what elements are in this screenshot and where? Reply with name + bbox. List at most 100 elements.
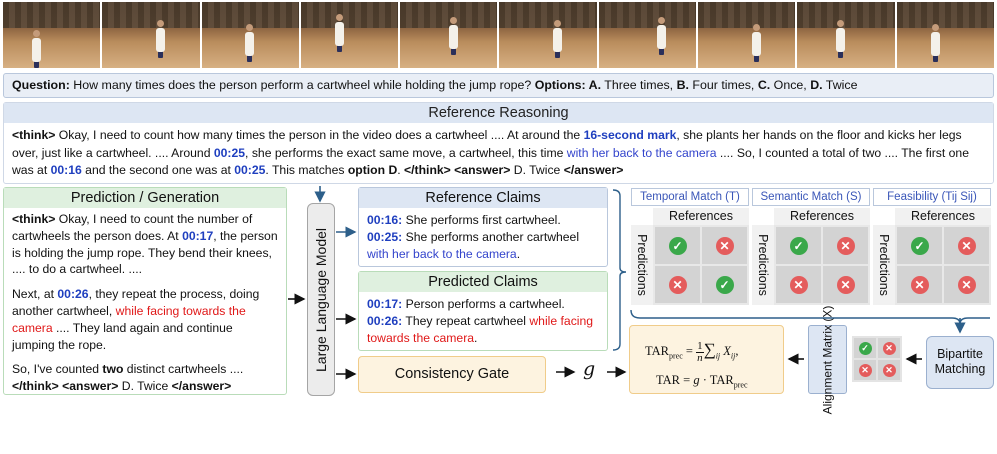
temporal-match-grid: Temporal Match (T) References Prediction… [631, 188, 749, 305]
prediction-text: <think> Okay, I need to count the number… [4, 208, 286, 395]
match-cell: ✕ [823, 227, 868, 264]
semantic-match-title: Semantic Match (S) [752, 188, 870, 206]
reference-reasoning-title: Reference Reasoning [4, 103, 993, 123]
cross-icon: ✕ [668, 275, 687, 294]
prediction-paragraph-2: Next, at 00:26, they repeat the process,… [12, 286, 278, 353]
cross-icon: ✕ [715, 236, 734, 255]
tar-lhs: TAR = [656, 373, 694, 387]
ref-timestamp-2: 00:25 [213, 145, 246, 160]
reference-claim-2-end: . [516, 247, 521, 261]
pred-think-close: </think> [12, 379, 59, 394]
cross-icon: ✕ [882, 363, 896, 377]
option-a-value: Three times, [601, 78, 677, 92]
ref-text-4: .... So, I counted a total of two .... T… [12, 145, 969, 178]
reference-reasoning-text: <think> Okay, I need to count how many t… [4, 123, 993, 180]
tar-dot: · TAR [699, 373, 734, 387]
reference-claims-body: 00:16: She performs first cartwheel. 00:… [359, 208, 607, 263]
alignment-cell: ✕ [878, 338, 900, 358]
video-frame [102, 2, 200, 68]
question-text: How many times does the person perform a… [69, 78, 535, 92]
pred-text-3b: distinct cartwheels .... [123, 362, 244, 377]
video-frame [300, 2, 399, 68]
match-cell: ✕ [897, 266, 942, 303]
brace-claims [612, 189, 627, 351]
options-label: Options: [534, 78, 586, 92]
match-cell: ✕ [944, 266, 989, 303]
cross-icon: ✕ [789, 275, 808, 294]
match-cell: ✕ [776, 266, 821, 303]
video-frame [400, 2, 498, 68]
option-b-key: B. [676, 78, 689, 92]
cross-icon: ✕ [910, 275, 929, 294]
answer-close-tag: </answer> [563, 163, 624, 177]
cross-icon: ✕ [957, 236, 976, 255]
semantic-match-grid: Semantic Match (S) References Prediction… [752, 188, 870, 305]
check-icon: ✓ [789, 236, 808, 255]
predicted-claim-2-end: . [474, 331, 478, 345]
cross-icon: ✕ [836, 236, 855, 255]
reference-reasoning-panel: Reference Reasoning <think> Okay, I need… [3, 102, 994, 184]
person-figure [657, 17, 667, 50]
reference-claims-title: Reference Claims [359, 188, 607, 208]
reference-claims-panel: Reference Claims 00:16: She performs fir… [358, 187, 608, 267]
gate-output-symbol: g [583, 358, 596, 380]
tar-sum-sub: ij [715, 351, 721, 361]
feasibility-cells: ✓✕✕✕ [895, 225, 991, 305]
predicted-claim-1: 00:17: Person performs a cartwheel. [367, 296, 599, 313]
temporal-match-title: Temporal Match (T) [631, 188, 749, 206]
semantic-predictions-label: Predictions [756, 234, 770, 296]
cross-icon: ✕ [957, 275, 976, 294]
option-d-key: D. [810, 78, 823, 92]
temporal-predictions-box: Predictions [631, 225, 653, 305]
ref-timestamp-3: 00:16 [50, 163, 82, 177]
reference-claim-2-highlight: with her back to the camera [367, 247, 517, 261]
option-a-key: A. [585, 78, 602, 92]
consistency-gate-box: Consistency Gate [358, 356, 546, 393]
bipartite-line-2: Matching [934, 362, 986, 376]
person-figure [245, 23, 255, 56]
match-cell: ✓ [776, 227, 821, 264]
think-open-tag: <think> [12, 128, 56, 142]
bipartite-matching-box: Bipartite Matching [926, 336, 994, 389]
think-close-tag: </think> [404, 163, 451, 177]
reference-claim-2: 00:25: She performs another cartwheel wi… [367, 229, 599, 263]
ref-text-5: and the second one was at [81, 163, 235, 177]
video-frame [598, 2, 697, 68]
option-b-value: Four times, [688, 78, 758, 92]
pred-timestamp-1: 00:17 [182, 228, 214, 243]
person-figure [155, 20, 165, 53]
temporal-cells: ✓ ✕ ✕ ✓ [653, 225, 749, 305]
tar-prec-sub: prec [669, 351, 683, 361]
predicted-claims-title: Predicted Claims [359, 272, 607, 292]
reference-claim-2-text: She performs another cartwheel [402, 230, 580, 244]
reference-claim-1-time: 00:16: [367, 213, 403, 227]
ref-text-2: , she plants her hands on the floor and … [12, 128, 962, 160]
ref-text-3: , she performs the exact same move, a ca… [245, 145, 567, 160]
tar-x: X [720, 344, 731, 358]
video-frame [896, 2, 994, 68]
check-icon: ✓ [668, 236, 687, 255]
pred-text-2a: Next, at [12, 287, 58, 302]
person-figure [552, 20, 562, 53]
ref-timestamp-1: 16-second mark [583, 128, 677, 142]
person-figure [448, 17, 458, 50]
predicted-claims-panel: Predicted Claims 00:17: Person performs … [358, 271, 608, 351]
alignment-matrix-label: Alignment Matrix (X) [820, 305, 834, 414]
answer-open-tag: <answer> [454, 163, 511, 177]
match-cell: ✓ [702, 266, 747, 303]
person-figure [751, 23, 761, 56]
person-figure [334, 13, 344, 46]
question-label: Question: [12, 78, 70, 92]
pred-text-1a: Okay, I need to count the number of cart… [12, 212, 253, 243]
tar-fraction-den: n [697, 351, 703, 364]
match-cell: ✕ [655, 266, 700, 303]
ref-answer: D. Twice [510, 163, 564, 177]
alignment-matrix-grid: ✓✕✕✕ [852, 336, 902, 382]
person-figure [836, 20, 846, 53]
feasibility-grid: Feasibility (Tij Sij) References Predict… [873, 188, 991, 305]
brace-matches [630, 309, 990, 325]
option-d-value: Twice [822, 78, 858, 92]
pred-answer: D. Twice [118, 379, 172, 394]
semantic-cells: ✓✕✕✕ [774, 225, 870, 305]
